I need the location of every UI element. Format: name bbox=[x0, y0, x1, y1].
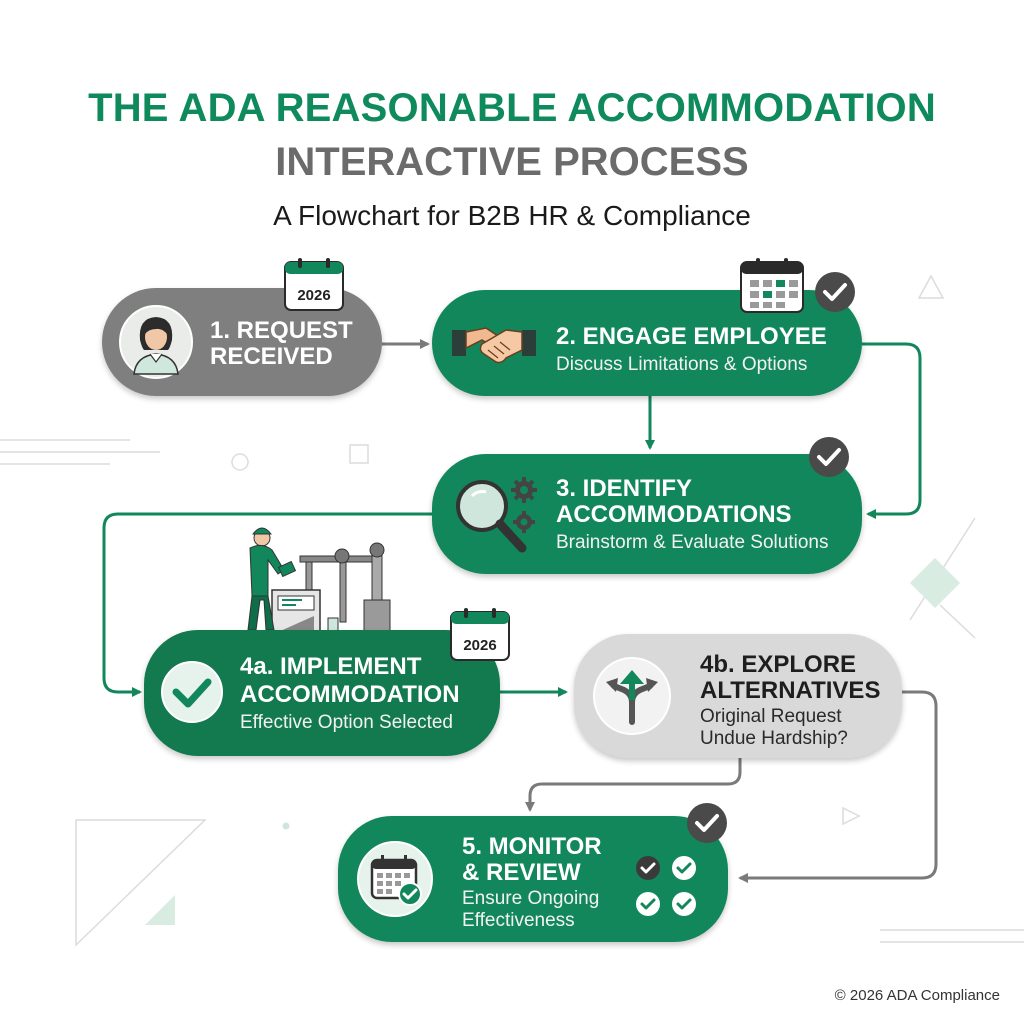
split-arrows-icon bbox=[593, 657, 671, 735]
person-icon bbox=[119, 305, 193, 379]
magnifier-gears-icon bbox=[456, 477, 537, 553]
step-4b-title-line-2: ALTERNATIVES bbox=[700, 677, 881, 704]
step-4b-subtitle-line-2: Undue Hardship? bbox=[700, 728, 848, 749]
step-2-subtitle: Discuss Limitations & Options bbox=[556, 354, 808, 375]
step-monitor-review[interactable]: 5. MONITOR & REVIEW Ensure Ongoing Effec… bbox=[338, 816, 728, 942]
step-request-received[interactable]: 1. REQUEST RECEIVED bbox=[102, 288, 382, 396]
connector-4b-5-left bbox=[525, 758, 742, 812]
step-implement-accommodation[interactable]: 4a. IMPLEMENT ACCOMMODATION Effective Op… bbox=[144, 630, 500, 756]
step-1-title-line-2: RECEIVED bbox=[210, 343, 333, 370]
step-3-title-line-2: ACCOMMODATIONS bbox=[556, 501, 792, 528]
title-line-2: INTERACTIVE PROCESS bbox=[275, 140, 749, 184]
calendar-year-4a: 2026 bbox=[463, 637, 496, 654]
worker-illustration bbox=[222, 527, 422, 633]
step-4b-title-line-1: 4b. EXPLORE bbox=[700, 651, 857, 678]
checkmark-icon bbox=[815, 272, 855, 312]
calendar-year-1: 2026 bbox=[297, 287, 330, 304]
step-5-title-line-1: 5. MONITOR bbox=[462, 833, 602, 860]
step-4a-subtitle: Effective Option Selected bbox=[240, 712, 453, 733]
connector-2-3-right bbox=[862, 342, 922, 519]
checkmark-icon bbox=[687, 803, 727, 843]
step-5-title-line-2: & REVIEW bbox=[462, 859, 581, 886]
step-4a-title-line-2: ACCOMMODATION bbox=[240, 681, 460, 708]
step-3-title-line-1: 3. IDENTIFY bbox=[556, 475, 693, 502]
handshake-icon bbox=[452, 327, 536, 364]
calendar-icon bbox=[740, 258, 804, 313]
step-5-subtitle-line-1: Ensure Ongoing bbox=[462, 888, 600, 909]
calendar-icon: 2026 bbox=[450, 608, 510, 661]
step-explore-alternatives[interactable]: 4b. EXPLORE ALTERNATIVES Original Reques… bbox=[574, 634, 902, 758]
checkmark-icon bbox=[809, 437, 849, 477]
step-3-subtitle: Brainstorm & Evaluate Solutions bbox=[556, 532, 829, 553]
connector-3-4a bbox=[102, 512, 434, 697]
footer-copyright: © 2026 ADA Compliance bbox=[834, 987, 1000, 1004]
step-4a-title-line-1: 4a. IMPLEMENT bbox=[240, 653, 422, 680]
subtitle: A Flowchart for B2B HR & Compliance bbox=[273, 200, 751, 231]
checklist-icon bbox=[636, 856, 696, 916]
calendar-icon: 2026 bbox=[284, 258, 344, 311]
step-2-title: 2. ENGAGE EMPLOYEE bbox=[556, 323, 827, 350]
title-line-1: THE ADA REASONABLE ACCOMMODATION bbox=[88, 86, 936, 130]
calendar-check-icon bbox=[357, 841, 433, 917]
step-4b-subtitle-line-1: Original Request bbox=[700, 706, 842, 727]
connector-4b-5-right bbox=[738, 690, 938, 883]
checkmark-icon bbox=[161, 661, 223, 723]
step-5-subtitle-line-2: Effectiveness bbox=[462, 910, 575, 931]
step-1-title-line-1: 1. REQUEST bbox=[210, 317, 353, 344]
step-identify-accommodations[interactable]: 3. IDENTIFY ACCOMMODATIONS Brainstorm & … bbox=[432, 454, 862, 574]
